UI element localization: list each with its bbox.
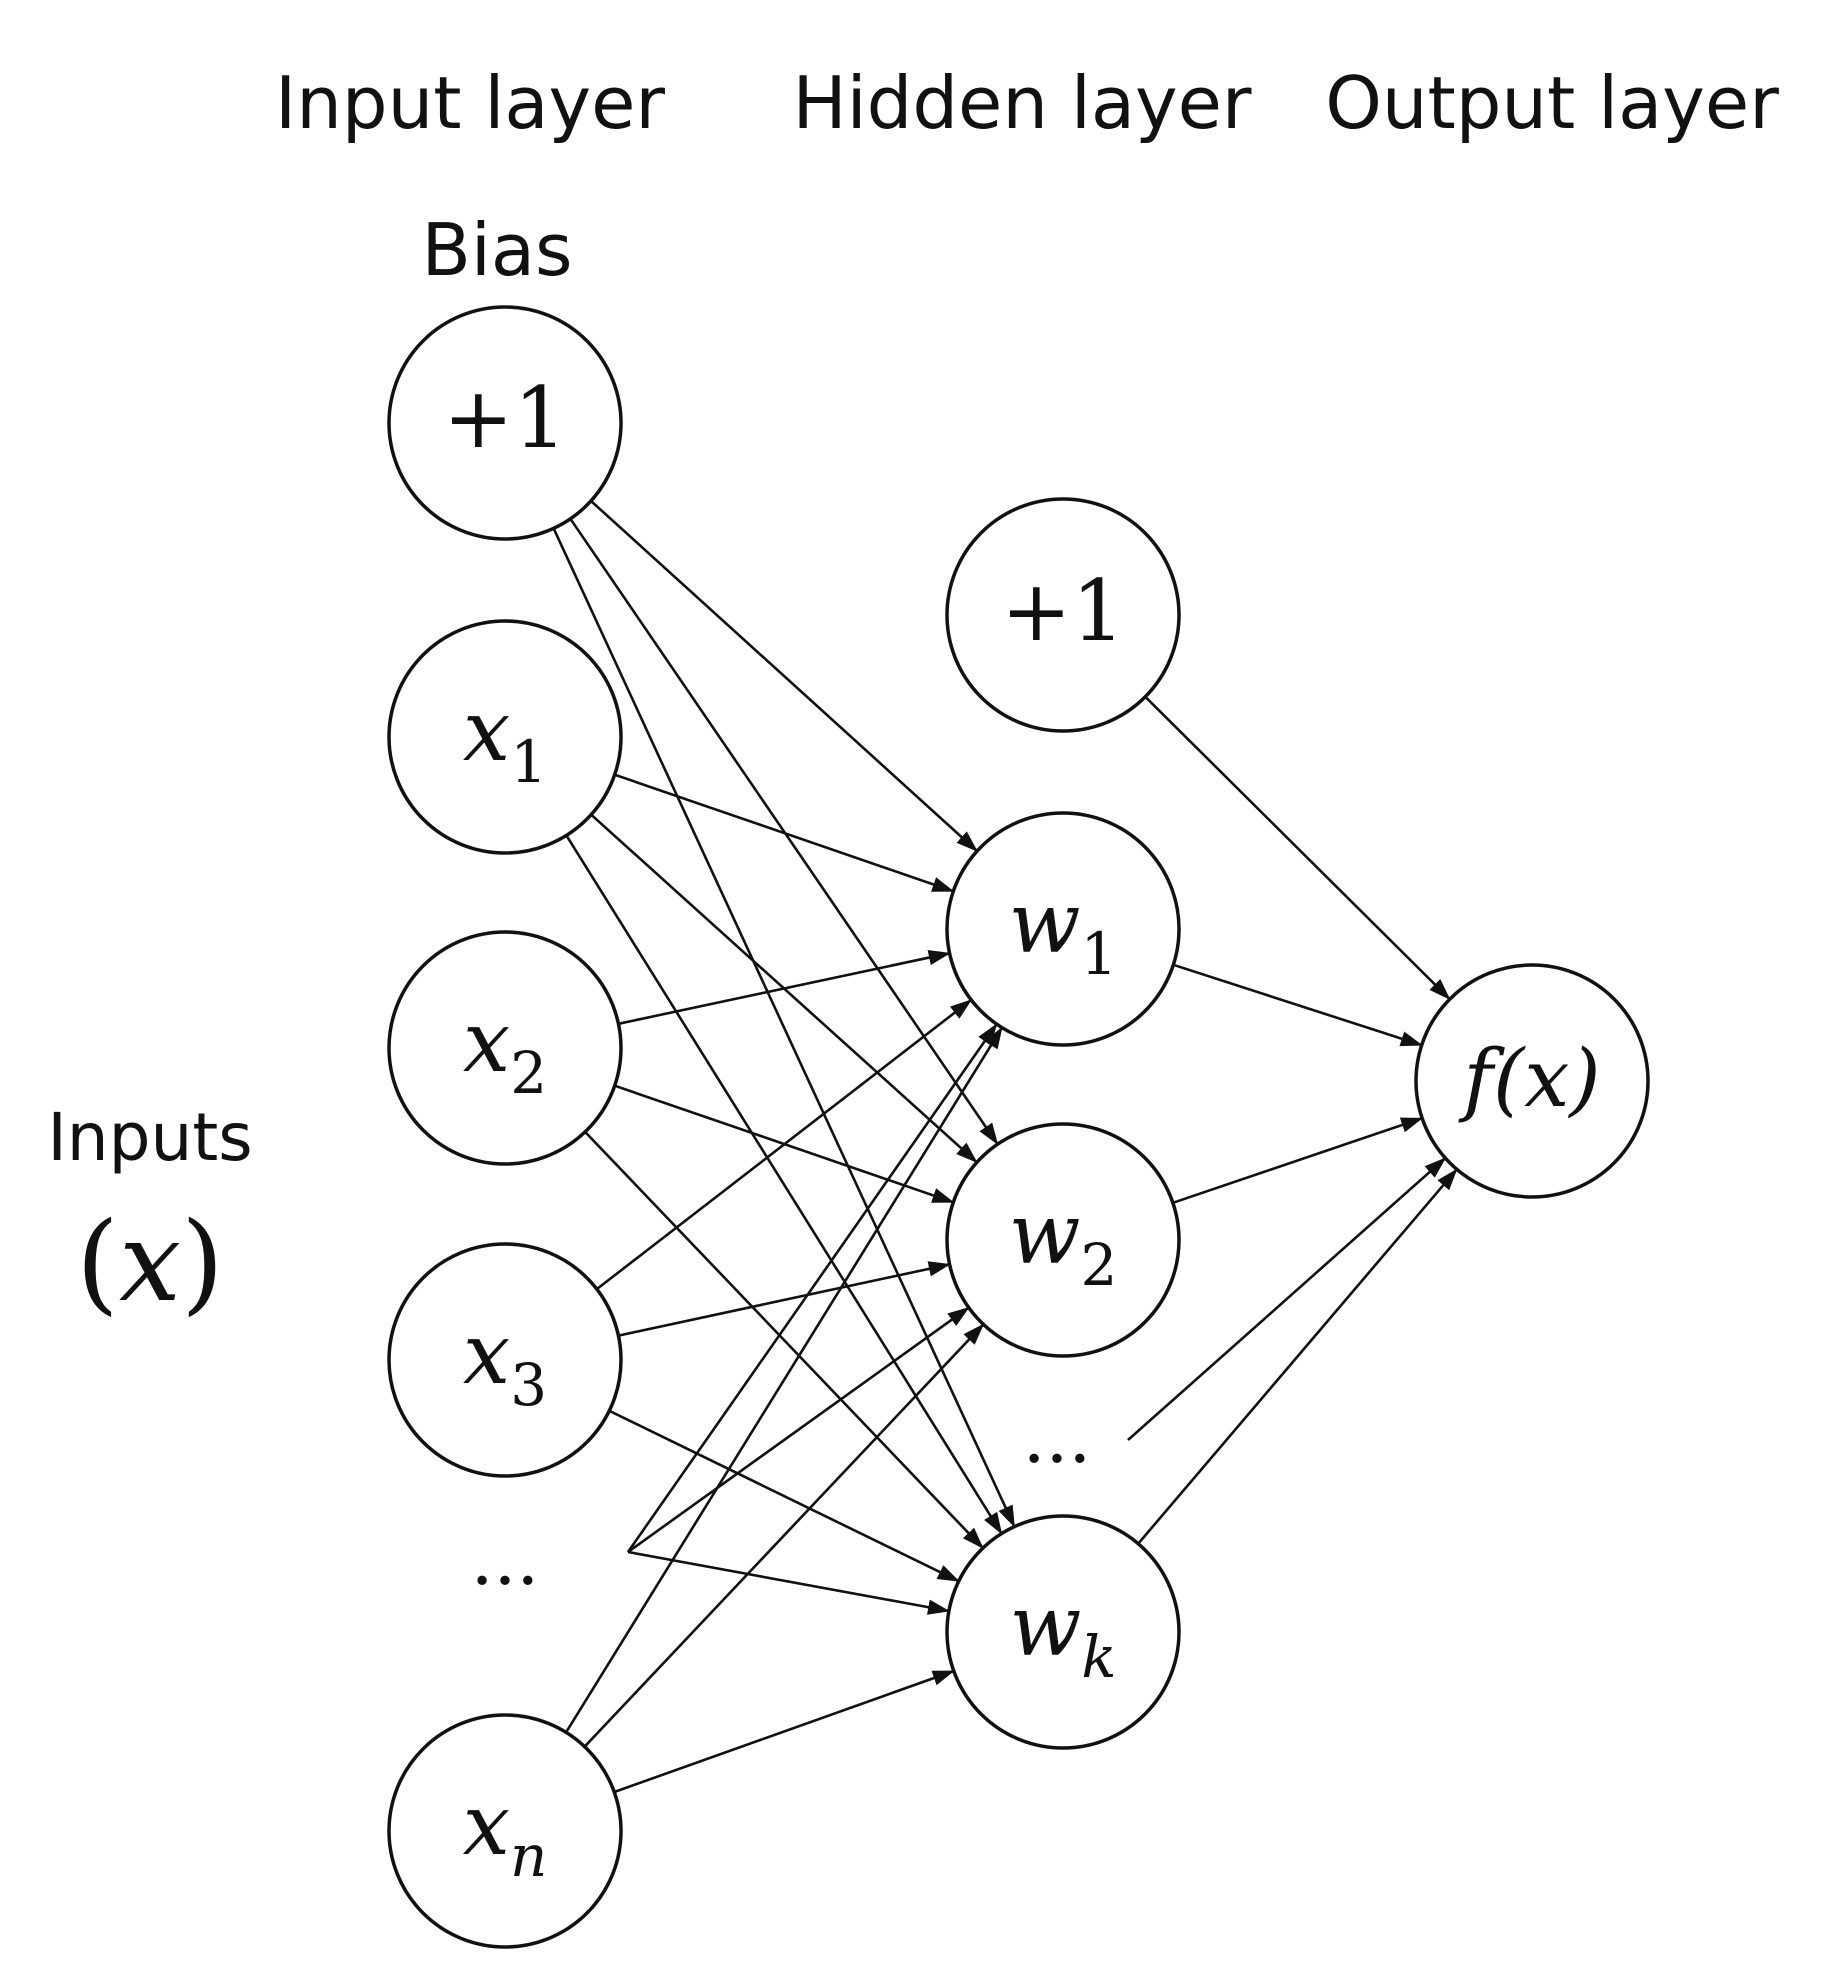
input-layer-header: Input layer [275,61,665,145]
node-hidden-w1-label: w [1009,874,1081,972]
connection-edges [552,499,1458,1794]
node-input-bias: +1 [387,305,623,541]
svg-text:wk: wk [1009,1577,1116,1691]
node-input-x2: x2 [387,930,623,1166]
edge-hid_dots-to-out [1127,1157,1447,1441]
edge-in_xn-to-hid_w1 [564,1026,1004,1734]
node-hidden-w2-sub: 2 [1081,1231,1118,1299]
node-hidden-bias: +1 [945,497,1181,733]
svg-text:w1: w1 [1009,874,1118,988]
hidden-ellipsis: ... [1023,1395,1092,1479]
svg-text:xn: xn [463,1776,548,1890]
node-input-x2-label: x [463,993,510,1091]
node-input-x3: x3 [387,1242,623,1478]
edge-in_bias-to-hid_w2 [569,518,999,1146]
edge-in_xn-to-hid_w2 [583,1323,985,1748]
inputs-symbol: (x) [76,1198,224,1326]
node-hidden-wk: wk [945,1514,1181,1750]
edge-in_x1-to-hid_w1 [614,773,955,893]
inputs-label: Inputs [47,1099,252,1176]
node-output-label: f(x) [1458,1032,1600,1125]
node-input-x1: x1 [387,619,623,855]
output-layer-header: Output layer [1325,61,1779,145]
svg-text:x2: x2 [463,993,547,1107]
node-input-bias-label: +1 [443,369,567,467]
edge-in_bias-to-hid_w1 [590,499,978,853]
edge-in_bias-to-hid_wk [552,527,1016,1528]
edge-hid_bias-to-out [1144,695,1451,1001]
node-input-x2-sub: 2 [510,1039,547,1107]
node-hidden-w1: w1 [945,811,1181,1047]
node-input-x3-label: x [463,1305,510,1403]
node-hidden-w2-label: w [1009,1185,1081,1283]
node-input-xn: xn [387,1713,623,1949]
svg-text:w2: w2 [1009,1185,1118,1299]
node-hidden-w2: w2 [945,1122,1181,1358]
hidden-layer-header: Hidden layer [793,61,1252,145]
svg-text:x1: x1 [463,682,547,796]
svg-text:x3: x3 [463,1305,547,1419]
input-ellipsis: ... [471,1517,540,1601]
node-hidden-bias-label: +1 [1001,562,1125,660]
edge-in_x2-to-hid_w1 [618,950,951,1026]
node-input-xn-label: x [463,1776,510,1874]
edge-in_xn-to-hid_wk [613,1669,955,1794]
bias-label: Bias [421,208,572,292]
node-hidden-wk-sub: k [1081,1623,1116,1691]
edge-in_dots-to-hid_w1 [626,1023,998,1553]
edge-hid_w2-to-out [1172,1116,1424,1205]
node-hidden-wk-label: w [1009,1577,1081,1675]
edge-in_x3-to-hid_w2 [618,1261,951,1337]
node-output-f: f(x) [1414,963,1650,1199]
edge-in_x2-to-hid_wk [584,1131,984,1549]
edge-hid_wk-to-out [1137,1168,1458,1545]
node-input-x3-sub: 3 [510,1351,547,1419]
edge-in_dots-to-hid_w2 [627,1306,970,1554]
node-input-xn-sub: n [510,1822,547,1890]
edge-in_x3-to-hid_wk [608,1409,960,1583]
edge-hid_w1-to-out [1172,963,1423,1047]
edge-in_x1-to-hid_wk [565,834,1003,1535]
edge-in_dots-to-hid_wk [627,1550,950,1615]
node-input-x1-sub: 1 [510,728,547,796]
node-hidden-w1-sub: 1 [1081,920,1118,988]
node-input-x1-label: x [463,682,510,780]
edge-in_x3-to-hid_w1 [596,998,973,1291]
